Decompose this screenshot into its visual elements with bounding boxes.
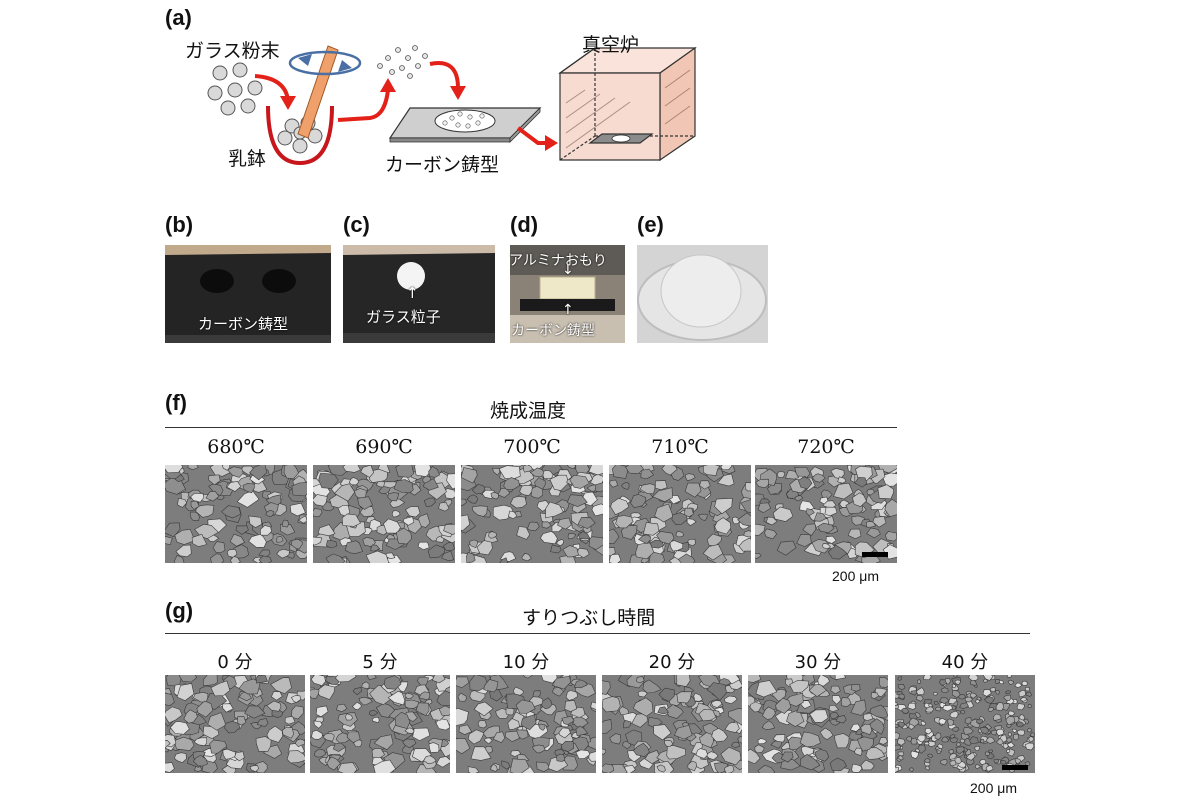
panel-g-rule xyxy=(165,633,1030,634)
glass-particles-caption: ガラス粒子 xyxy=(366,308,441,326)
sem-image-20min xyxy=(602,675,742,773)
sem-image-10min xyxy=(456,675,596,773)
panel-a-label: (a) xyxy=(165,5,192,30)
scale-label-f: 200 μm xyxy=(832,568,879,584)
panel-g-label: (g) xyxy=(165,598,194,623)
arrow-mold-to-furnace xyxy=(516,126,545,145)
arrow-up-icon: ↑ xyxy=(406,284,419,302)
panel-d-label: (d) xyxy=(510,212,539,237)
sem-image-700 xyxy=(461,465,603,563)
sem-image-5min xyxy=(310,675,450,773)
arrow-down-icon: ↓ xyxy=(562,262,574,278)
temp-label-720: 720℃ xyxy=(797,436,855,458)
process-diagram xyxy=(207,45,697,166)
alumina-weight-caption: アルミナおもり xyxy=(509,253,607,269)
photo-alumina-weight xyxy=(510,245,625,343)
sem-image-680 xyxy=(165,465,307,563)
vacuum-furnace xyxy=(558,46,697,162)
time-label-20: 20 分 xyxy=(648,652,696,673)
sem-image-40min xyxy=(895,675,1035,773)
fine-powder xyxy=(377,45,428,79)
sem-image-710 xyxy=(609,465,751,563)
sem-image-30min xyxy=(748,675,888,773)
carbon-mold-caption: カーボン鋳型 xyxy=(198,315,289,333)
time-label-10: 10 分 xyxy=(502,652,550,673)
panel-f-label: (f) xyxy=(165,390,187,415)
carbon-mold-label: カーボン鋳型 xyxy=(385,154,500,176)
mortar-bowl xyxy=(266,105,334,166)
panel-e-label: (e) xyxy=(637,212,664,237)
sem-image-690 xyxy=(313,465,455,563)
temp-label-710: 710℃ xyxy=(651,436,709,458)
carbon-mold-caption-d: カーボン鋳型 xyxy=(511,323,595,339)
mortar-label: 乳鉢 xyxy=(228,148,267,170)
time-label-40: 40 分 xyxy=(941,652,989,673)
time-label-30: 30 分 xyxy=(794,652,842,673)
firing-temperature-title: 焼成温度 xyxy=(490,400,567,422)
time-label-5: 5 分 xyxy=(362,652,398,673)
photo-carbon-mold xyxy=(165,245,331,343)
rotation-ring xyxy=(288,50,362,76)
sem-image-0min xyxy=(165,675,305,773)
arrow-fine-to-mold xyxy=(429,61,460,89)
panel-c-label: (c) xyxy=(343,212,370,237)
scale-bar-f xyxy=(862,552,888,557)
sem-image-720 xyxy=(755,465,897,563)
temp-label-680: 680℃ xyxy=(207,436,265,458)
glass-powder-particles xyxy=(207,62,263,116)
grinding-time-title: すりつぶし時間 xyxy=(522,607,656,629)
photo-sintered-disk xyxy=(637,245,768,343)
scale-label-g: 200 μm xyxy=(970,780,1017,796)
time-label-0: 0 分 xyxy=(217,652,253,673)
temp-label-700: 700℃ xyxy=(503,436,561,458)
glass-powder-label: ガラス粉末 xyxy=(185,40,280,62)
panel-b-label: (b) xyxy=(165,212,194,237)
scale-bar-g xyxy=(1002,765,1028,770)
temp-label-690: 690℃ xyxy=(355,436,413,458)
arrow-up-icon-d: ↑ xyxy=(562,302,574,318)
vacuum-furnace-label: 真空炉 xyxy=(582,34,640,56)
photo-glass-particles xyxy=(343,245,495,343)
arrow-mortar-to-fine xyxy=(337,89,390,122)
panel-f-rule xyxy=(165,427,897,428)
pestle xyxy=(297,45,339,139)
